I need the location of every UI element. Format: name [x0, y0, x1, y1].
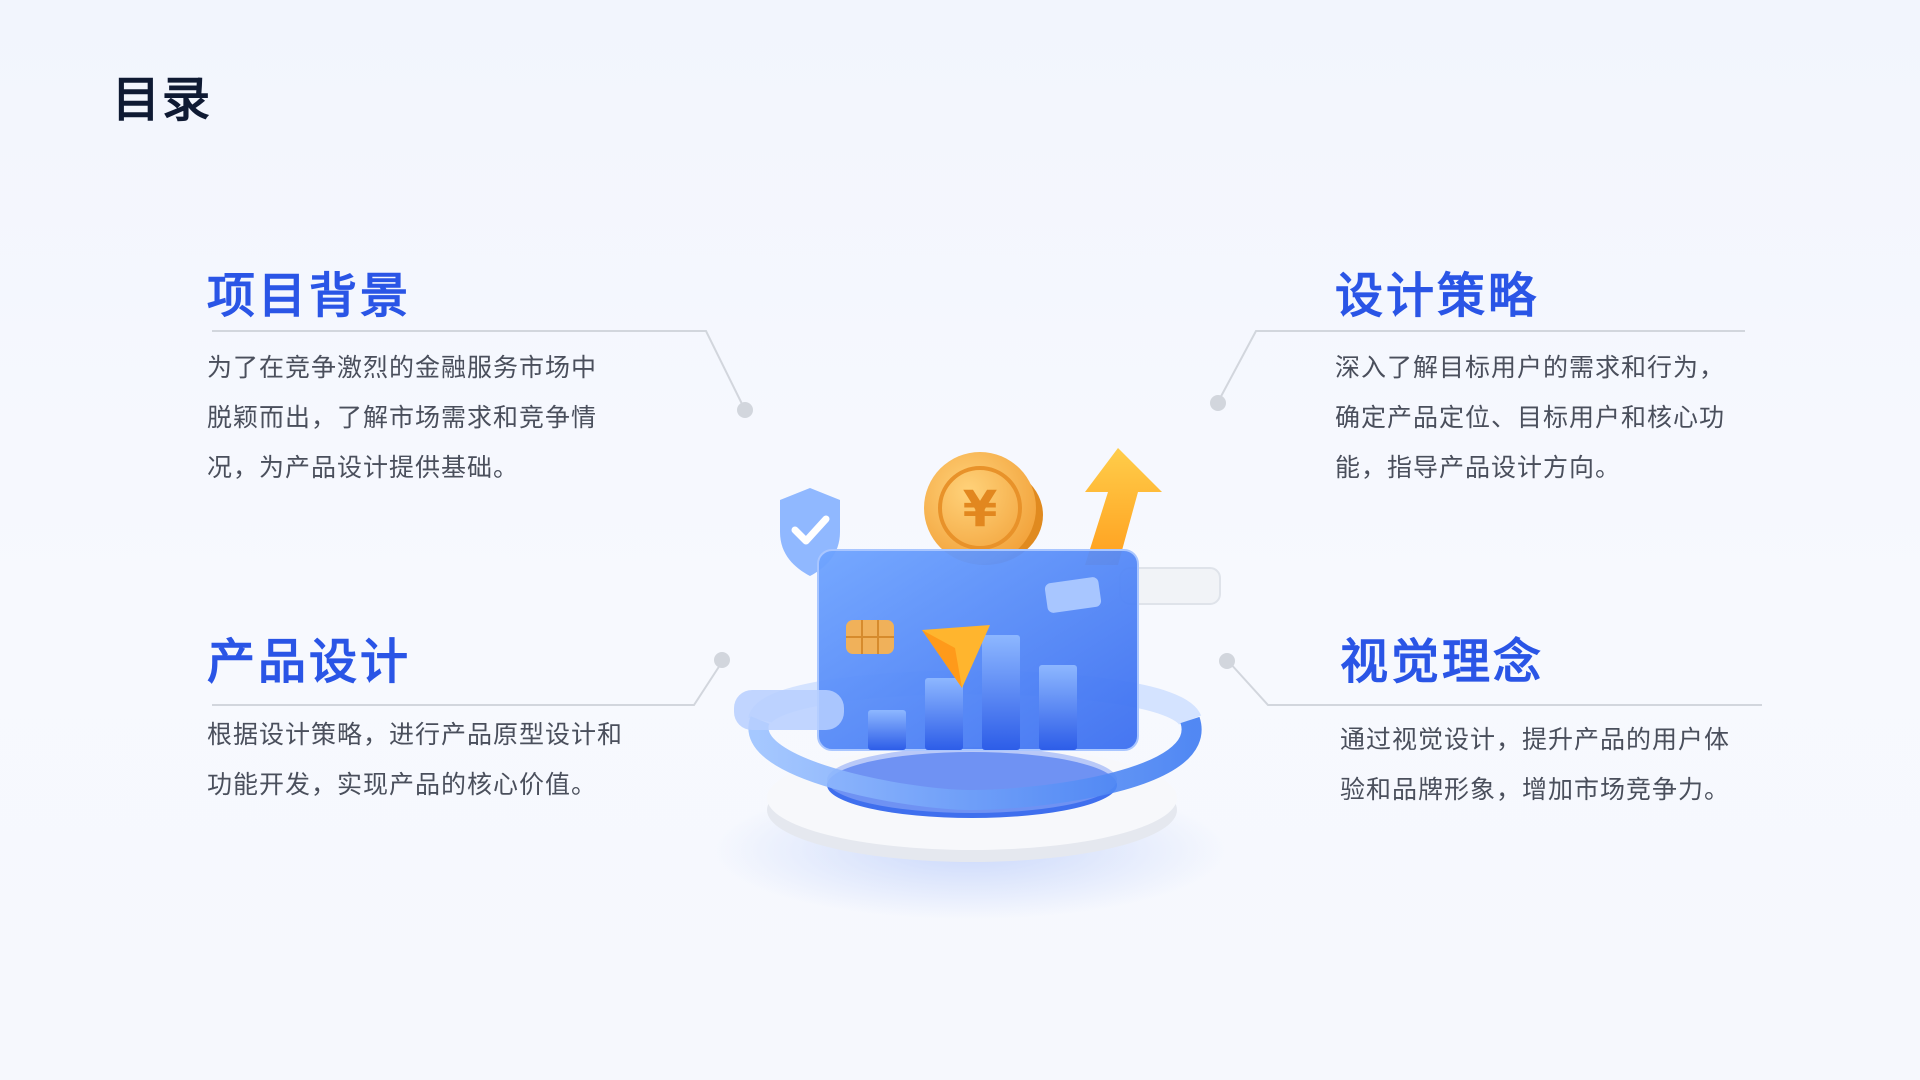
section-line: 况，为产品设计提供基础。: [207, 453, 520, 482]
section-line: 脱颖而出，了解市场需求和竞争情: [207, 403, 598, 432]
ring-front: [748, 716, 1202, 811]
svg-text:¥: ¥: [963, 480, 998, 538]
section-body-strategy: 深入了解目标用户的需求和行为， 确定产品定位、目标用户和核心功 能，指导产品设计…: [1335, 343, 1725, 493]
connector-dot-background: [737, 402, 753, 418]
connector-strategy: [1217, 330, 1745, 403]
section-line: 根据设计策略，进行产品原型设计和: [207, 720, 624, 749]
section-heading-visual: 视觉理念: [1340, 634, 1545, 690]
section-line: 功能开发，实现产品的核心价值。: [207, 770, 598, 799]
ring-tab: [734, 690, 844, 730]
section-heading-strategy: 设计策略: [1335, 268, 1540, 324]
section-heading-background: 项目背景: [207, 268, 412, 324]
section-body-visual: 通过视觉设计，提升产品的用户体 验和品牌形象，增加市场竞争力。: [1340, 715, 1730, 815]
arrow-up-icon: [1085, 448, 1162, 565]
section-body-background: 为了在竞争激烈的金融服务市场中 脱颖而出，了解市场需求和竞争情 况，为产品设计提…: [207, 343, 597, 493]
yuan-coin-icon: ¥: [924, 452, 1043, 565]
section-line: 通过视觉设计，提升产品的用户体: [1340, 725, 1731, 754]
cursor-arrow-icon: [922, 625, 990, 688]
page-title: 目录: [112, 72, 213, 128]
section-body-product-design: 根据设计策略，进行产品原型设计和 功能开发，实现产品的核心价值。: [207, 710, 623, 810]
section-line: 验和品牌形象，增加市场竞争力。: [1340, 775, 1731, 804]
section-line: 确定产品定位、目标用户和核心功: [1335, 403, 1726, 432]
section-line: 为了在竞争激烈的金融服务市场中: [207, 353, 598, 382]
connector-dot-strategy: [1210, 395, 1226, 411]
section-line: 能，指导产品设计方向。: [1335, 453, 1622, 482]
connector-dot-visual: [1219, 653, 1235, 669]
section-heading-product-design: 产品设计: [207, 634, 412, 690]
connector-visual: [1228, 661, 1762, 706]
connector-product-design: [212, 661, 723, 706]
finance-illustration: ¥: [710, 448, 1230, 920]
section-line: 深入了解目标用户的需求和行为，: [1335, 353, 1726, 382]
connector-dot-product-design: [714, 652, 730, 668]
bar-chart-icon: [868, 635, 1077, 750]
connector-background: [212, 330, 745, 409]
